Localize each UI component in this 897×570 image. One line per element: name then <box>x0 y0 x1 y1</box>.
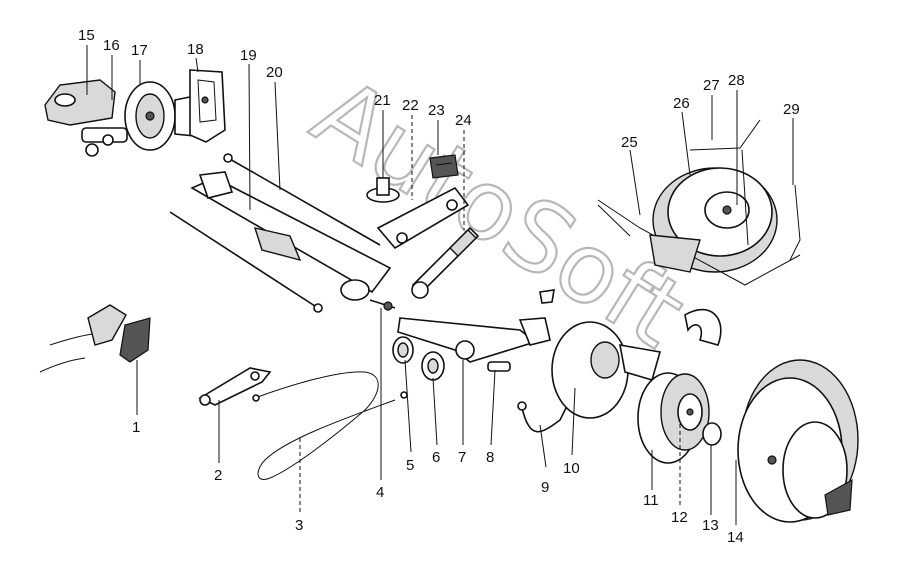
callout-20: 20 <box>266 64 283 81</box>
road-wheel <box>737 359 859 523</box>
callout-2: 2 <box>214 467 222 484</box>
callout-21: 21 <box>374 92 391 109</box>
callout-28: 28 <box>728 72 745 89</box>
callout-6: 6 <box>432 449 440 466</box>
callout-24: 24 <box>455 112 472 129</box>
callout-26: 26 <box>673 95 690 112</box>
hub-cap <box>702 422 722 446</box>
callout-18: 18 <box>187 41 204 58</box>
watermark: AutoSoft <box>295 56 704 369</box>
callout-29: 29 <box>783 101 800 118</box>
backing-plate <box>551 321 662 419</box>
bearing-b <box>421 351 445 381</box>
callout-7: 7 <box>458 449 466 466</box>
brake-caliper-carrier <box>39 304 151 373</box>
bearing-a <box>392 336 414 364</box>
callout-16: 16 <box>103 37 120 54</box>
spare-wheel-assembly <box>597 119 801 286</box>
callout-5: 5 <box>406 457 414 474</box>
axle-bolt <box>369 299 396 311</box>
callout-19: 19 <box>240 47 257 64</box>
callout-3: 3 <box>295 517 303 534</box>
callout-labels: 1 2 3 4 5 6 7 8 9 10 11 12 13 14 15 16 1… <box>78 27 800 546</box>
trailing-arm <box>397 317 551 363</box>
callout-11: 11 <box>643 492 659 509</box>
callout-23: 23 <box>428 102 445 119</box>
handbrake-cable <box>252 371 408 480</box>
callout-10: 10 <box>563 460 580 477</box>
handbrake-lever <box>198 367 272 406</box>
axle-tube <box>190 171 392 301</box>
shock-absorber <box>411 226 480 299</box>
callout-12: 12 <box>671 509 688 526</box>
callout-13: 13 <box>702 517 719 534</box>
callout-9: 9 <box>541 479 549 496</box>
callout-4: 4 <box>376 484 384 501</box>
spring-pin <box>487 361 511 372</box>
bump-stop <box>366 165 400 203</box>
callout-25: 25 <box>621 134 638 151</box>
shock-mount-bracket <box>376 186 470 250</box>
callout-8: 8 <box>486 449 494 466</box>
servo-bracket <box>189 69 226 143</box>
callout-14: 14 <box>727 529 744 546</box>
callout-27: 27 <box>703 77 720 94</box>
callout-22: 22 <box>402 97 419 114</box>
brake-master-assembly <box>44 79 196 157</box>
rubber-block <box>429 154 459 179</box>
leader-lines <box>86 45 794 525</box>
callout-15: 15 <box>78 27 95 44</box>
callout-17: 17 <box>131 42 148 59</box>
torsion-bar <box>169 153 381 313</box>
brake-drum <box>637 372 710 464</box>
dust-cap-small <box>539 289 555 304</box>
brake-shoe <box>684 308 722 346</box>
callout-1: 1 <box>132 419 140 436</box>
